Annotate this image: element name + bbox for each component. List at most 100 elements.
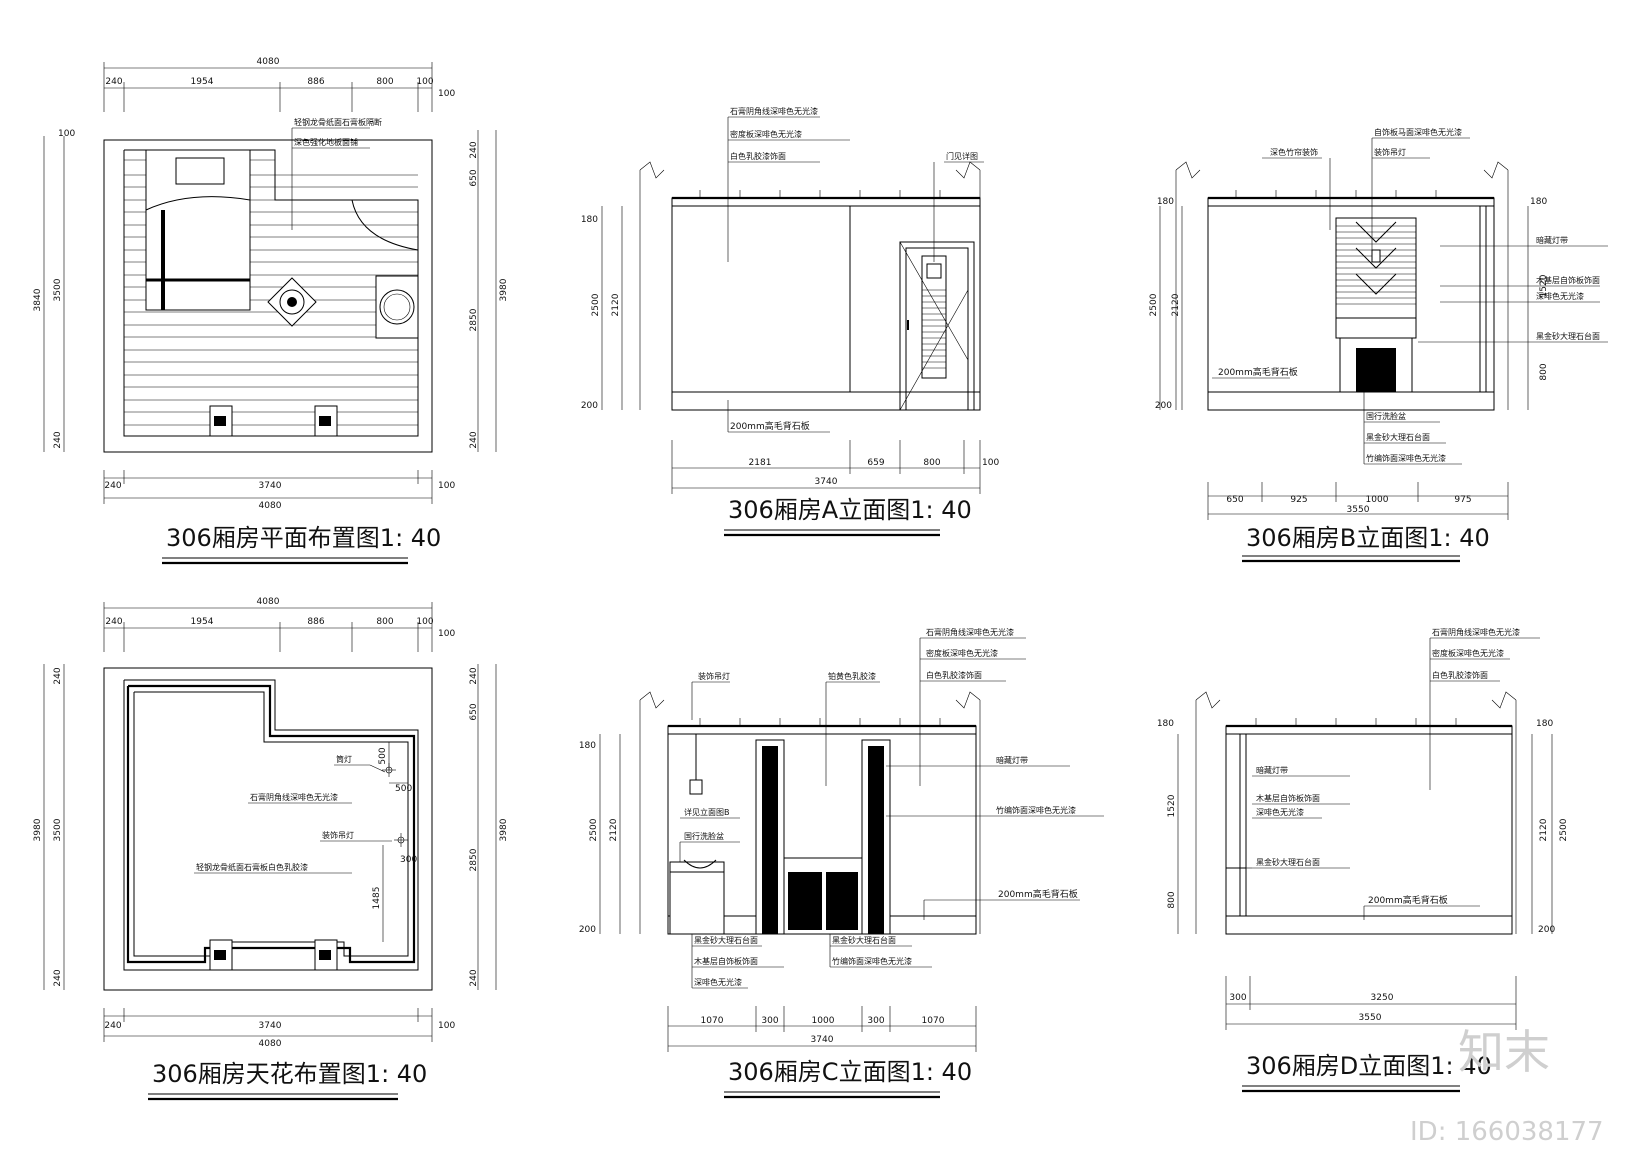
- elevC-note-latex: 白色乳胶漆饰面: [926, 670, 982, 680]
- elevD-note-paint: 深啡色无光漆: [1256, 807, 1304, 817]
- elevB-right-1520: 1520: [1539, 274, 1549, 297]
- elevB-note-marble: 黑金砂大理石台面: [1536, 331, 1600, 341]
- elevC-bottom-total: 3740: [811, 1035, 834, 1045]
- elevD-right-180: 180: [1536, 719, 1553, 729]
- side-table: [267, 277, 317, 327]
- elevB-bottom-975: 975: [1454, 495, 1471, 505]
- ceiling-left-240b: 240: [53, 969, 63, 986]
- plan-dim-800: 800: [376, 77, 393, 87]
- wall-lamp: [689, 779, 703, 795]
- ceiling-dim-300: 300: [400, 855, 417, 865]
- ceiling-left-outer: 3980: [33, 818, 43, 841]
- elevC-note-marble2: 黑金砂大理石台面: [832, 935, 896, 945]
- plan-dim-240: 240: [105, 77, 122, 87]
- elevA-left-2500: 2500: [591, 293, 601, 316]
- elevA-bottom-100: 100: [982, 458, 999, 468]
- plan-right-650: 650: [469, 169, 479, 186]
- elevD-right-2500: 2500: [1559, 818, 1569, 841]
- elevation-a: 石膏阴角线深啡色无光漆 密度板深啡色无光漆 白色乳胶漆饰面 门见详图 200mm…: [581, 106, 999, 537]
- plan-bottom-100: 100: [438, 481, 455, 491]
- plan-top-total: 4080: [257, 57, 280, 67]
- plan-dim-886: 886: [307, 77, 324, 87]
- elevB-bottom-1000: 1000: [1366, 495, 1389, 505]
- elevC-note-marble: 黑金砂大理石台面: [694, 935, 758, 945]
- elevC-note-cornice: 石膏阴角线深啡色无光漆: [926, 627, 1014, 637]
- elevD-left-800: 800: [1167, 891, 1177, 908]
- elevA-note-mdf: 密度板深啡色无光漆: [730, 129, 802, 139]
- elevB-note-paint: 深啡色无光漆: [1536, 291, 1584, 301]
- ceiling-note-board: 轻钢龙骨纸面石膏板白色乳胶漆: [196, 862, 308, 872]
- ceiling-fixture-marks: [699, 190, 941, 198]
- plan-right-2850: 2850: [469, 308, 479, 331]
- plan-note-floor: 深色强化地板面铺: [294, 137, 358, 147]
- pendant-lamp: [1371, 249, 1381, 263]
- elevB-title: 306厢房B立面图1: 40: [1246, 524, 1490, 552]
- bamboo-feature-panel: [1335, 217, 1417, 325]
- elevD-bottom-3250: 3250: [1371, 993, 1394, 1003]
- ceiling-right-240b: 240: [469, 969, 479, 986]
- ceiling-bottom-100: 100: [438, 1021, 455, 1031]
- elevA-note-latex: 白色乳胶漆饰面: [730, 151, 786, 161]
- elevB-bottom-925: 925: [1290, 495, 1307, 505]
- plan-bottom-240: 240: [104, 481, 121, 491]
- plan-title: 306厢房平面布置图1: 40: [166, 524, 441, 552]
- elevC-note-paint: 铂黄色乳胶漆: [828, 671, 876, 681]
- ceiling-dim-100: 100: [416, 617, 433, 627]
- elevB-right-800: 800: [1539, 363, 1549, 380]
- elevD-title: 306厢房D立面图1: 40: [1246, 1052, 1492, 1080]
- ceiling-dim-886: 886: [307, 617, 324, 627]
- ceiling-note-cornice: 石膏阴角线深啡色无光漆: [250, 792, 338, 802]
- ceiling-right-2850: 2850: [469, 848, 479, 871]
- ceiling-dim-1954: 1954: [191, 617, 214, 627]
- elevB-left-2500: 2500: [1149, 293, 1159, 316]
- ceiling-bottom-3740: 3740: [259, 1021, 282, 1031]
- elevD-note-skirting: 200mm高毛背石板: [1368, 894, 1448, 906]
- ceiling-dim-800: 800: [376, 617, 393, 627]
- elevB-bottom-650: 650: [1226, 495, 1243, 505]
- elevA-bottom-total: 3740: [815, 477, 838, 487]
- ceiling-dim-240: 240: [105, 617, 122, 627]
- dark-column-right: [868, 746, 884, 934]
- plan-right-240b: 240: [469, 431, 479, 448]
- pillow: [175, 157, 225, 185]
- elevB-note-panel: 自饰板马面深啡色无光漆: [1374, 127, 1462, 137]
- elevD-right-200: 200: [1538, 925, 1555, 935]
- ceiling-left-240: 240: [53, 667, 63, 684]
- plan-bottom-3740: 3740: [259, 481, 282, 491]
- elevB-note-basin: 国行洗脸盆: [1366, 411, 1406, 421]
- elevC-bottom-1070b: 1070: [922, 1016, 945, 1026]
- elevD-note-wood: 木基层自饰板饰面: [1256, 793, 1320, 803]
- ceiling-right-240: 240: [469, 667, 479, 684]
- elevD-note-mdf: 密度板深啡色无光漆: [1432, 648, 1504, 658]
- watermark-id: ID: 166038177: [1410, 1117, 1604, 1147]
- elevC-left-2500: 2500: [589, 818, 599, 841]
- ceiling-note-downlight: 筒灯: [336, 754, 352, 764]
- elevB-bottom-total: 3550: [1347, 505, 1370, 515]
- elevA-bottom-2181: 2181: [749, 458, 772, 468]
- elevC-note-skirting: 200mm高毛背石板: [998, 888, 1078, 900]
- elevC-bottom-1070a: 1070: [701, 1016, 724, 1026]
- elevA-left-200: 200: [581, 401, 598, 411]
- plan-left-outer: 3840: [33, 288, 43, 311]
- elevB-note-lightstrip: 暗藏灯带: [1536, 235, 1568, 245]
- elevB-note-skirting: 200mm高毛背石板: [1218, 366, 1298, 378]
- ceiling-dim-100b: 100: [438, 629, 455, 639]
- elevD-note-marble: 黑金砂大理石台面: [1256, 857, 1320, 867]
- plan-view: 4080 240 1954 886 800 100 100 3840 100 3…: [33, 57, 509, 565]
- ceiling-right-650: 650: [469, 703, 479, 720]
- elevD-note-cornice: 石膏阴角线深啡色无光漆: [1432, 627, 1520, 637]
- plan-left-3500: 3500: [53, 278, 63, 301]
- elevB-left-200: 200: [1155, 401, 1172, 411]
- elevD-bottom-300: 300: [1229, 993, 1246, 1003]
- elevC-note-see-b: 详见立面图B: [684, 807, 730, 817]
- ceiling-view: 4080 240 1954 886 800 100 100 3980 240 3…: [33, 597, 509, 1101]
- elevB-note-bamboo: 深色竹帘装饰: [1270, 147, 1318, 157]
- elevD-left-1520: 1520: [1167, 794, 1177, 817]
- elevB-note-bamboo2: 竹编饰面深啡色无光漆: [1366, 453, 1446, 463]
- elevA-bottom-659: 659: [867, 458, 884, 468]
- plan-dim-100: 100: [416, 77, 433, 87]
- elevA-title: 306厢房A立面图1: 40: [728, 496, 972, 524]
- elevA-note-door: 门见详图: [946, 151, 978, 161]
- plan-left-240: 240: [53, 431, 63, 448]
- elevA-note-skirting: 200mm高毛背石板: [730, 420, 810, 432]
